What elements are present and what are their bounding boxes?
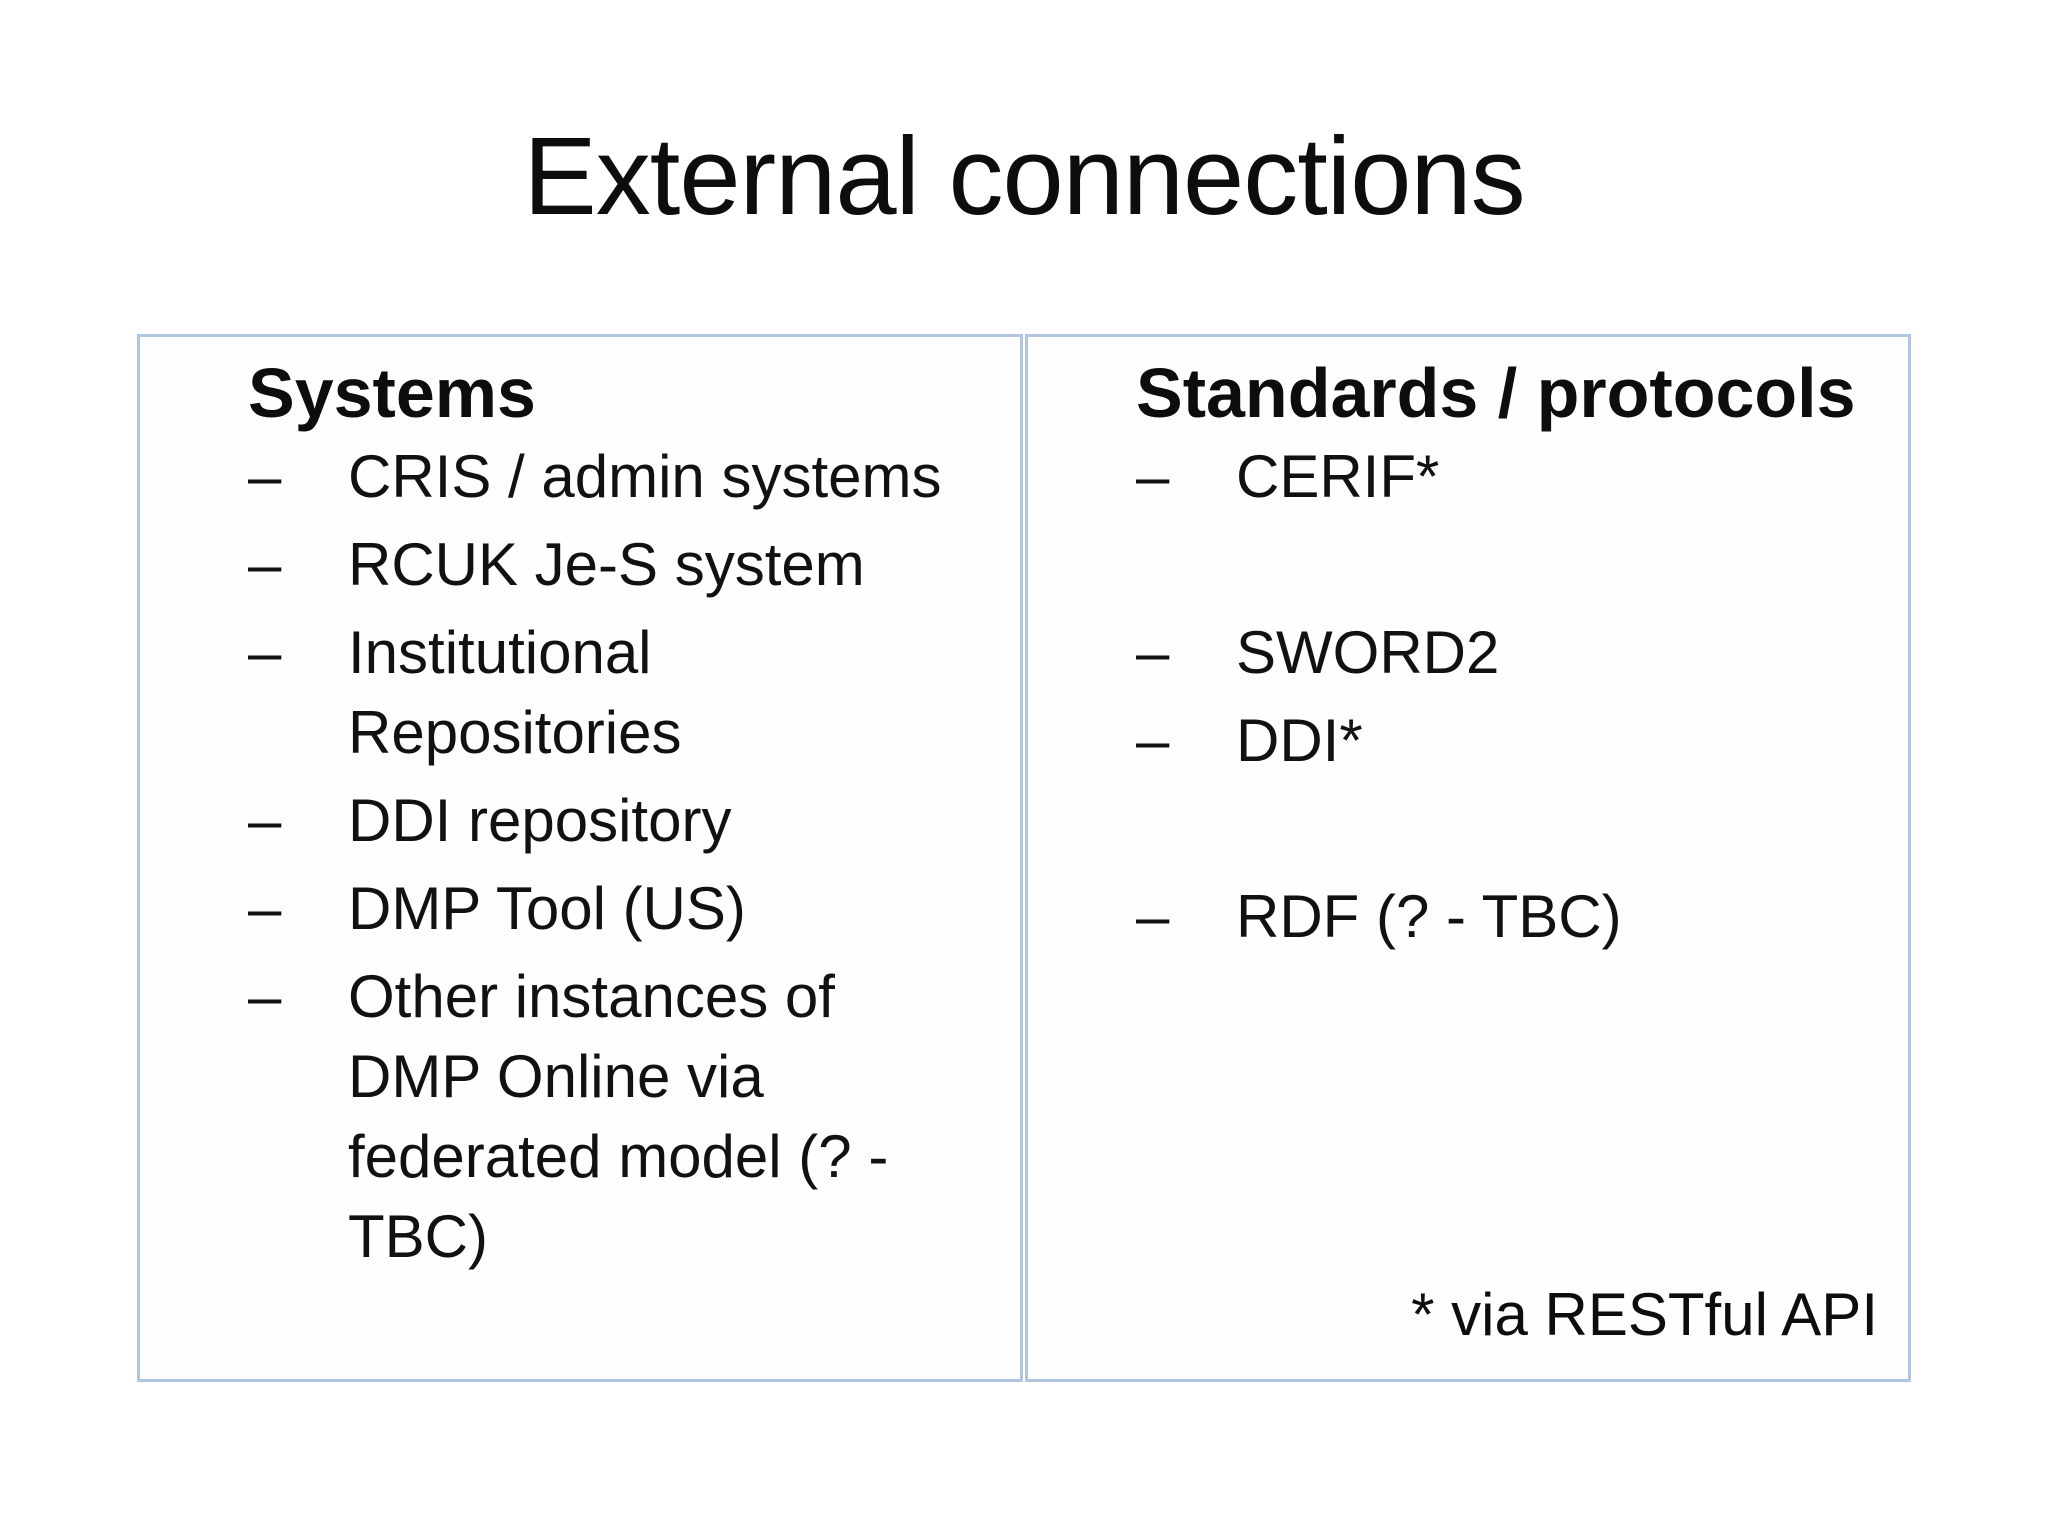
list-item: – Institutional Repositories	[248, 613, 980, 773]
list-item-label: CRIS / admin systems	[348, 443, 942, 510]
bullet-dash-icon: –	[248, 787, 282, 854]
list-item: – Other instances of DMP Online via fede…	[248, 957, 980, 1277]
list-item: – RDF (? - TBC)	[1136, 877, 1868, 957]
bullet-dash-icon: –	[1136, 619, 1170, 686]
footnote: * via RESTful API	[1411, 1281, 1878, 1348]
bullet-dash-icon: –	[248, 963, 282, 1030]
list-item-label: RDF (? - TBC)	[1236, 883, 1622, 950]
list-item-label: DMP Tool (US)	[348, 875, 746, 942]
panels-container: Systems – CRIS / admin systems – RCUK Je…	[137, 334, 1911, 1382]
bullet-dash-icon: –	[1136, 443, 1170, 510]
systems-heading: Systems	[248, 354, 536, 432]
bullet-dash-icon: –	[1136, 707, 1170, 774]
list-item: – SWORD2	[1136, 613, 1868, 693]
standards-heading: Standards / protocols	[1136, 354, 1856, 432]
list-item-label: RCUK Je-S system	[348, 531, 865, 598]
slide-title: External connections	[523, 115, 1525, 238]
list-item-label: CERIF*	[1236, 443, 1440, 510]
list-item: – DDI repository	[248, 781, 980, 861]
standards-list: – CERIF* – – SWORD2 – DDI* –	[1136, 437, 1868, 957]
list-item: – RCUK Je-S system	[248, 525, 980, 605]
list-item: – CERIF*	[1136, 437, 1868, 517]
list-item: – DMP Tool (US)	[248, 869, 980, 949]
bullet-dash-icon: –	[248, 875, 282, 942]
bullet-dash-icon: –	[248, 619, 282, 686]
list-item-label: DDI*	[1236, 707, 1363, 774]
list-item: – DDI*	[1136, 701, 1868, 781]
bullet-dash-icon: –	[1136, 883, 1170, 950]
list-item-label: DDI repository	[348, 787, 732, 854]
list-item: – CRIS / admin systems	[248, 437, 980, 517]
list-item-label: SWORD2	[1236, 619, 1500, 686]
list-item-label: Institutional Repositories	[348, 619, 682, 766]
list-item-label: Other instances of DMP Online via federa…	[348, 963, 889, 1270]
standards-panel: Standards / protocols – CERIF* – – SWORD…	[1025, 334, 1911, 1382]
systems-list: – CRIS / admin systems – RCUK Je-S syste…	[248, 437, 980, 1277]
bullet-dash-icon: –	[248, 443, 282, 510]
bullet-dash-icon: –	[248, 531, 282, 598]
systems-panel: Systems – CRIS / admin systems – RCUK Je…	[137, 334, 1023, 1382]
